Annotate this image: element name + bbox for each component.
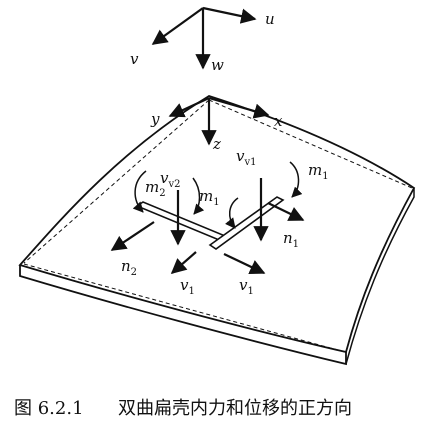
m1-arc-mid xyxy=(224,197,239,229)
figure-number: 图 6.2.1 xyxy=(14,398,84,419)
u-label: u xyxy=(265,10,275,28)
m1-mid-label: m1 xyxy=(199,187,220,208)
figure-caption: 双曲扁壳内力和位移的正方向 xyxy=(118,398,352,419)
force-arrows xyxy=(110,178,305,275)
v1-left-arrow xyxy=(170,251,197,275)
diagonal-dashed-left xyxy=(23,99,210,264)
shell-thickness xyxy=(19,265,347,366)
n1-label: n1 xyxy=(283,229,299,250)
y-axis-arrow xyxy=(168,97,210,118)
moment-arcs xyxy=(132,161,303,229)
v1-right-arrow xyxy=(223,253,266,275)
v1-right-label: v1 xyxy=(239,276,254,297)
y-label: y xyxy=(150,110,160,128)
vv1-label: vv1 xyxy=(236,147,257,168)
m2-label: m2 xyxy=(145,178,166,199)
v1-left-label: v1 xyxy=(180,276,195,297)
coordinate-axes xyxy=(168,96,270,146)
m1-arc-top xyxy=(289,161,303,198)
n2-arrow xyxy=(110,221,155,251)
w-label: w xyxy=(211,56,224,74)
cross-beam-x xyxy=(208,196,285,250)
n1-arrow xyxy=(267,202,305,221)
shell-surface xyxy=(18,95,416,366)
z-label: z xyxy=(212,135,221,153)
u-axis-arrow xyxy=(202,6,257,24)
x-axis-arrow xyxy=(208,96,270,119)
m2-arc xyxy=(132,170,147,213)
v-label: v xyxy=(130,50,139,68)
vv2-label: vv2 xyxy=(160,169,181,190)
cross-element xyxy=(135,196,285,250)
displacement-axes xyxy=(151,6,257,70)
x-label: x xyxy=(274,112,283,130)
shell-outline xyxy=(18,95,416,354)
cross-beam-y xyxy=(135,201,232,243)
v-axis-arrow xyxy=(151,7,204,45)
shell-thickness-right xyxy=(345,188,415,365)
m1-top-label: m1 xyxy=(308,161,329,182)
diagonal-dashed-right xyxy=(208,99,413,189)
n2-label: n2 xyxy=(121,257,137,278)
m1-arc-left xyxy=(192,177,205,215)
